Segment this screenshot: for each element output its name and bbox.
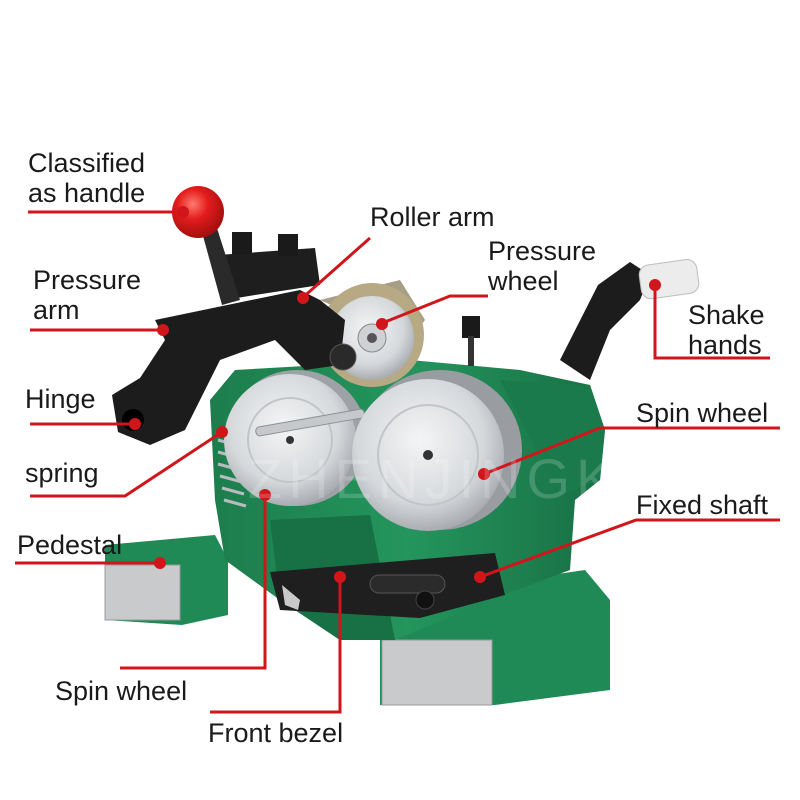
leader-spin-wheel-right-dot	[478, 468, 490, 480]
leader-shake-hands-dot	[649, 279, 661, 291]
label-shake-line1: Shake	[688, 300, 765, 330]
label-pressure-wheel-line1: Pressure	[488, 236, 597, 266]
label-pressure-arm-line2: arm	[33, 295, 80, 325]
leader-pedestal-dot	[154, 557, 166, 569]
label-pressure-arm-line1: Pressure	[33, 265, 142, 295]
label-classified-as-handle: Classified as handle	[28, 148, 145, 208]
label-pressure-arm: Pressure arm	[33, 265, 141, 325]
spin-wheel-left	[224, 370, 367, 506]
label-fixed-shaft: Fixed shaft	[636, 490, 769, 520]
leader-shake-hands	[653, 285, 770, 360]
watermark: ZHENJINGKEJI	[248, 447, 719, 510]
leader-pressure-wheel	[384, 294, 488, 324]
leader-spring-dot	[216, 426, 228, 438]
leader-spin-wheel-right	[483, 426, 780, 476]
handle-bracket	[218, 232, 320, 300]
spin-wheel-right	[352, 370, 522, 531]
leader-classified-as-handle-dot	[177, 206, 189, 218]
label-front-bezel: Front bezel	[208, 718, 344, 748]
leader-pressure-wheel-dot	[376, 318, 388, 330]
leader-spin-wheel-bottom-dot	[259, 489, 271, 501]
label-classified-line2: as handle	[28, 178, 146, 208]
classified-handle	[172, 186, 240, 305]
pedestal-left-foot	[104, 535, 228, 625]
label-spin-wheel-right: Spin wheel	[636, 398, 769, 428]
leader-front-bezel-dot	[334, 571, 346, 583]
leader-roller-arm-dot	[297, 292, 309, 304]
label-pressure-wheel: Pressure wheel	[488, 236, 596, 296]
leader-fixed-shaft-dot	[474, 571, 486, 583]
label-shake-line2: hands	[688, 330, 762, 360]
leader-hinge-dot	[129, 418, 141, 430]
label-spin-wheel-bottom: Spin wheel	[55, 676, 188, 706]
shaft-rod	[255, 408, 365, 437]
leader-spring	[30, 430, 223, 498]
label-shake-hands: Shake hands	[688, 300, 765, 360]
leader-spin-wheel-bottom	[120, 495, 267, 670]
top-bolt	[462, 316, 480, 366]
label-roller-arm: Roller arm	[370, 202, 495, 232]
leader-pressure-arm-dot	[157, 324, 169, 336]
label-pressure-wheel-line2: wheel	[488, 266, 559, 296]
label-pedestal: Pedestal	[17, 530, 123, 560]
leader-fixed-shaft	[479, 518, 780, 579]
leader-roller-arm	[299, 236, 371, 302]
label-classified-line1: Classified	[28, 148, 146, 178]
leader-lines	[15, 206, 780, 714]
label-spring: spring	[25, 458, 99, 488]
label-hinge: Hinge	[25, 384, 96, 414]
front-bezel	[270, 553, 505, 618]
leader-front-bezel	[210, 577, 342, 714]
